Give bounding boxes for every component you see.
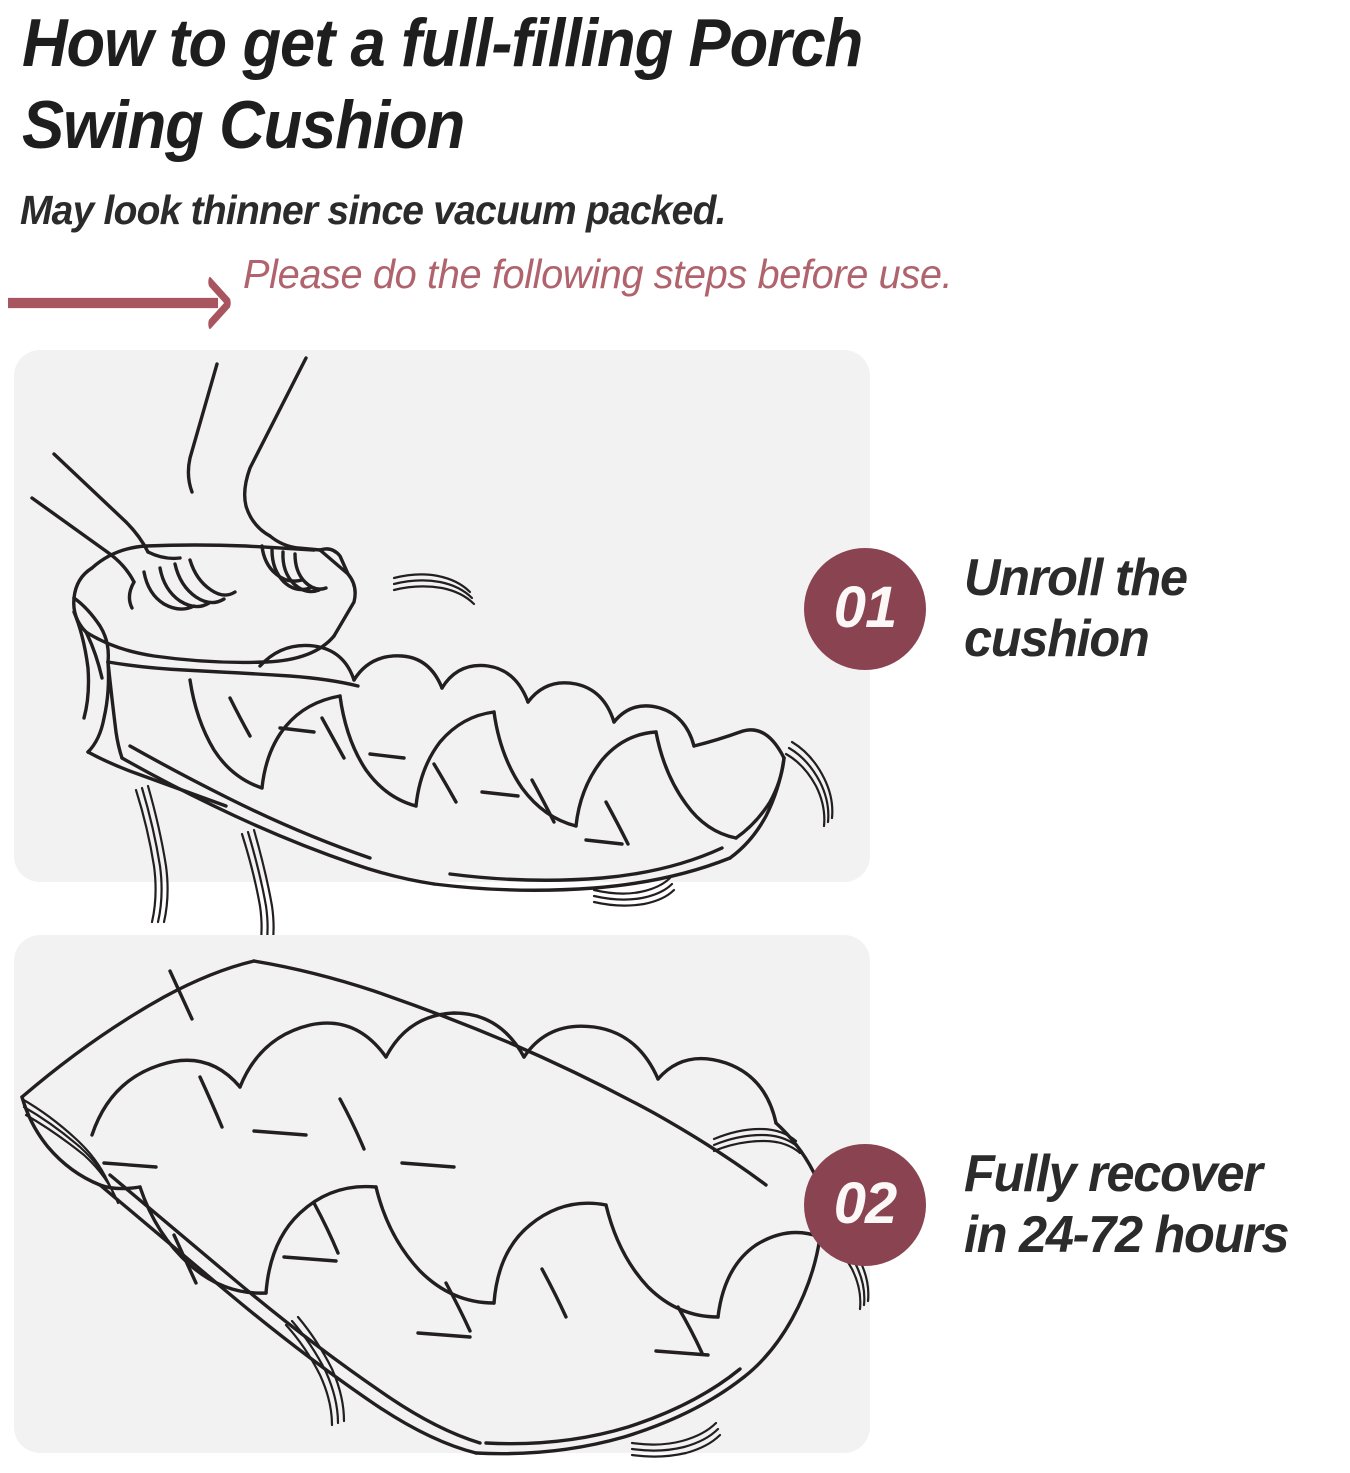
page-title: How to get a full-filling Porch Swing Cu…	[22, 5, 863, 163]
step-label: Unroll the cushion	[964, 549, 1188, 668]
step-badge-02: 02	[804, 1144, 926, 1266]
fully-lofted-cushion-illustration	[20, 959, 870, 1458]
step-card-unroll	[14, 350, 870, 958]
arrow-note-row: Please do the following steps before use…	[0, 248, 1350, 330]
subtitle: May look thinner since vacuum packed.	[20, 187, 726, 233]
step-group-unroll: 01 Unroll the cushion	[804, 548, 1194, 670]
step-number: 02	[833, 1170, 898, 1236]
step-number: 01	[833, 574, 898, 640]
header: How to get a full-filling Porch Swing Cu…	[0, 0, 1350, 330]
right-arrow-icon	[8, 276, 231, 330]
step-card-recover	[14, 935, 870, 1458]
step-label: Fully recover in 24-72 hours	[964, 1145, 1290, 1264]
step-group-recover: 02 Fully recover in 24-72 hours	[804, 1144, 1298, 1266]
hands-unrolling-cushion-illustration	[30, 356, 834, 958]
step-badge-01: 01	[804, 548, 926, 670]
arrow-note-text: Please do the following steps before use…	[243, 251, 953, 297]
